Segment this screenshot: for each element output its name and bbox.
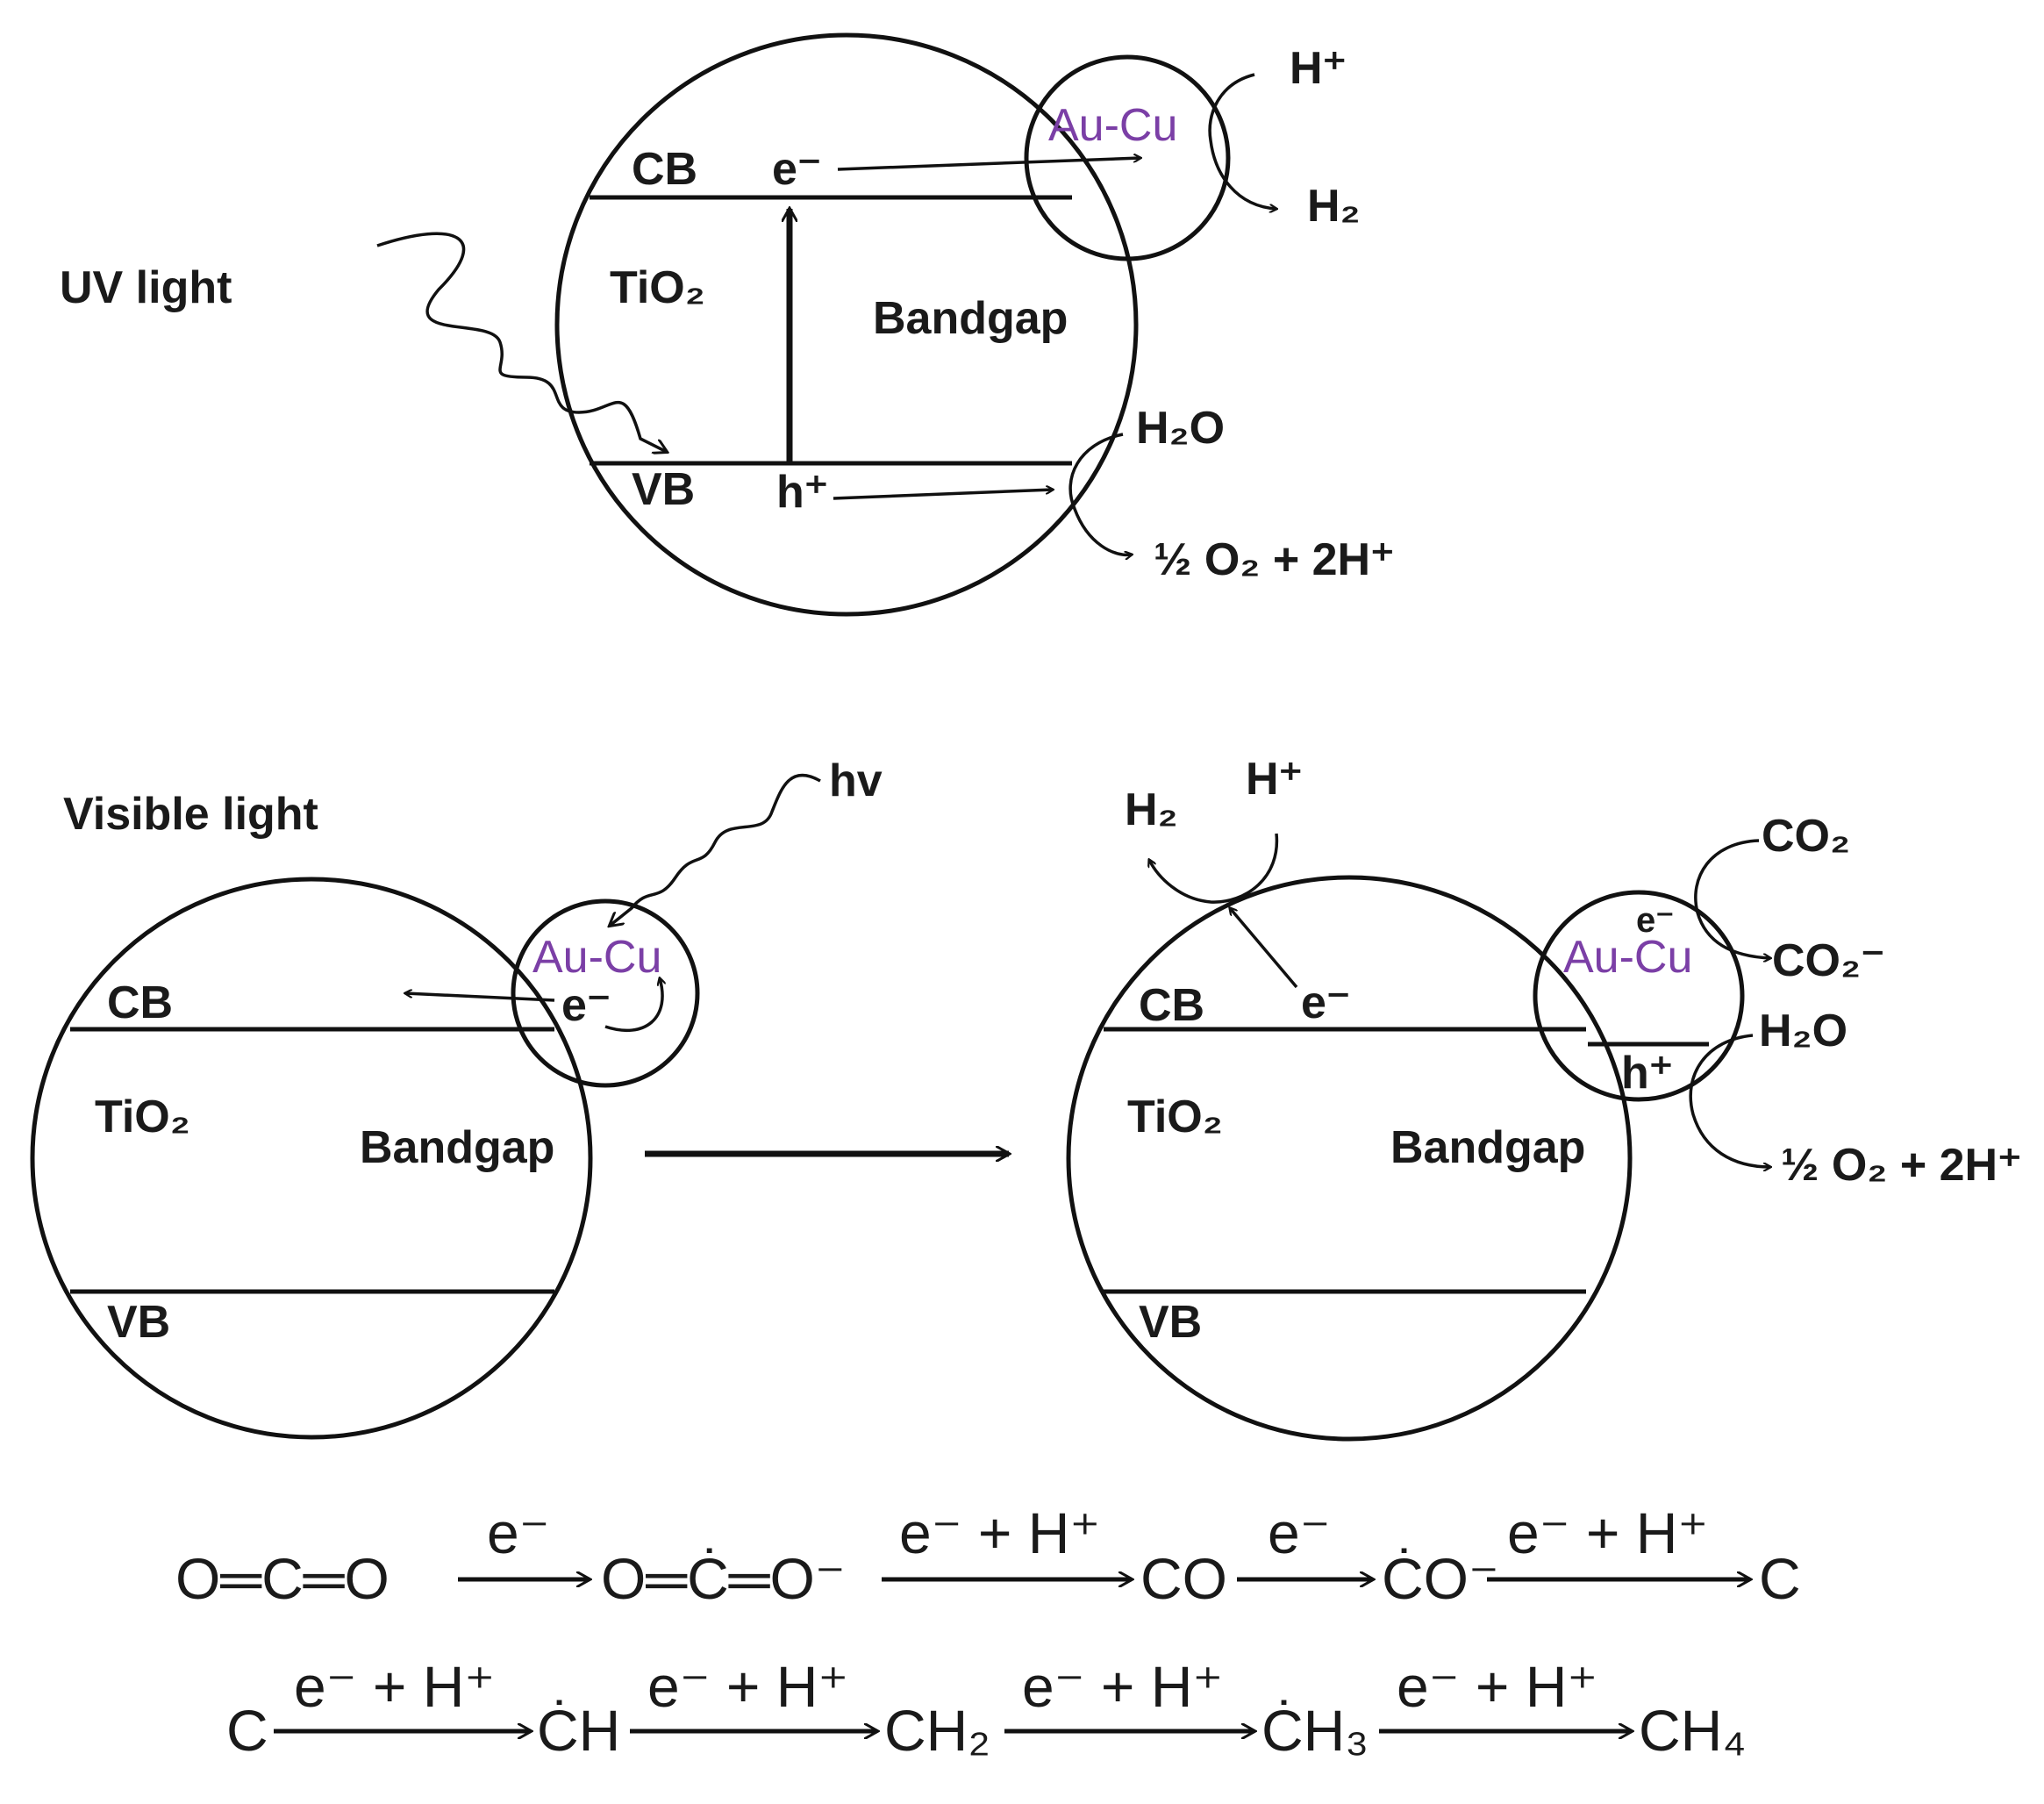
h2-label-right: H₂ [1125,784,1178,835]
visible-left-panel: Visible light hv Au-Cu CB VB TiO₂ Bandga… [30,755,883,1440]
uv-panel: UV light CB VB TiO₂ Bandgap e⁻ h⁺ Au-Cu … [60,32,1395,617]
cb-label: CB [632,144,697,195]
photon-label: hv [829,755,883,806]
hole-label: h⁺ [776,467,828,518]
electron-cocat-label: e⁻ [1636,901,1674,940]
co2-label: CO₂ [1762,811,1850,862]
reaction-row-1: O═C═O e⁻ O═Ċ═O⁻ e⁻ + H⁺ CO e⁻ ĊO⁻ e⁻ + H… [175,1500,1801,1611]
bandgap-label-left: Bandgap [360,1122,554,1173]
tio2-particle-right [1066,875,1633,1442]
water-oxidation-curve [1068,433,1132,555]
arrow-label-8: e⁻ + H⁺ [1397,1654,1597,1719]
cb-label-right: CB [1139,980,1204,1031]
electron-label-left: e⁻ [561,980,611,1031]
bandgap-label: Bandgap [873,293,1068,344]
h2-evolution-curve-right [1149,833,1279,904]
material-label: TiO₂ [610,262,705,313]
vb-label-right: VB [1139,1297,1202,1348]
arrow-label-7: e⁻ + H⁺ [1022,1654,1223,1719]
arrow-label-3: e⁻ [1268,1500,1331,1565]
vb-label: VB [632,464,695,515]
o2-product-label: ½ O₂ + 2H⁺ [1154,534,1395,585]
cb-label-left: CB [107,977,173,1028]
species-ch3-radical: ĊH₃ [1261,1698,1369,1763]
tio2-particle [554,32,1139,617]
arrow-label-5: e⁻ + H⁺ [294,1654,495,1719]
h-plus-label-right: H⁺ [1246,754,1303,805]
arrow-label-1: e⁻ [487,1500,550,1565]
arrow-label-6: e⁻ + H⁺ [647,1654,848,1719]
electron-injection-arrow [405,993,555,1002]
species-co: CO [1140,1546,1227,1611]
uv-light-label: UV light [60,262,232,313]
visible-light-label: Visible light [63,789,318,840]
arrow-label-4: e⁻ + H⁺ [1507,1500,1708,1565]
h2o-label-right: H₂O [1759,1006,1847,1056]
h2o-label: H₂O [1136,403,1225,454]
h-plus-label: H⁺ [1290,43,1347,94]
electron-label-right: e⁻ [1301,977,1350,1028]
vb-label-left: VB [107,1297,170,1348]
species-co2: O═C═O [175,1546,390,1611]
species-c-start: C [226,1698,268,1763]
au-cu-label-right: Au-Cu [1563,932,1692,983]
au-cu-particle-right [1533,890,1745,1102]
electron-surface-arrow [1230,908,1298,989]
material-label-left: TiO₂ [95,1092,190,1142]
water-oxidation-curve-right [1689,1034,1770,1167]
tio2-particle-left [30,877,593,1440]
visible-photon-wave [610,773,821,926]
au-cu-label-left: Au-Cu [532,932,661,983]
arrow-label-2: e⁻ + H⁺ [899,1500,1100,1565]
hole-transfer-arrow [833,490,1053,500]
species-co2-radical: O═Ċ═O⁻ [601,1546,846,1611]
species-c: C [1759,1546,1801,1611]
o2-product-label-right: ½ O₂ + 2H⁺ [1781,1140,2022,1191]
electron-transfer-arrow [837,158,1140,171]
visible-right-panel: H₂ H⁺ Au-Cu e⁻ CO₂ CO₂⁻ H₂O h⁺ ½ O₂ + 2H… [1066,754,2022,1442]
uv-photon-wave [376,232,667,452]
au-cu-label: Au-Cu [1048,100,1177,151]
species-ch2: CH₂ [884,1698,990,1763]
au-cu-particle-left [511,898,700,1088]
hole-label-right: h⁺ [1621,1048,1673,1099]
reaction-row-2: C e⁻ + H⁺ ĊH e⁻ + H⁺ CH₂ e⁻ + H⁺ ĊH₃ e⁻ … [226,1654,1746,1763]
co2-anion-label: CO₂⁻ [1772,935,1885,986]
h2-label: H₂ [1307,181,1361,232]
h2-evolution-curve [1208,73,1276,209]
plasmon-electron-curve [604,978,662,1033]
co2-reduction-curve [1694,839,1770,958]
species-ch4: CH₄ [1639,1698,1746,1763]
species-ch-radical: ĊH [537,1698,620,1763]
material-label-right: TiO₂ [1127,1092,1223,1142]
electron-label: e⁻ [772,144,821,195]
species-co-radical: ĊO⁻ [1382,1546,1499,1611]
bandgap-label-right: Bandgap [1390,1122,1585,1173]
